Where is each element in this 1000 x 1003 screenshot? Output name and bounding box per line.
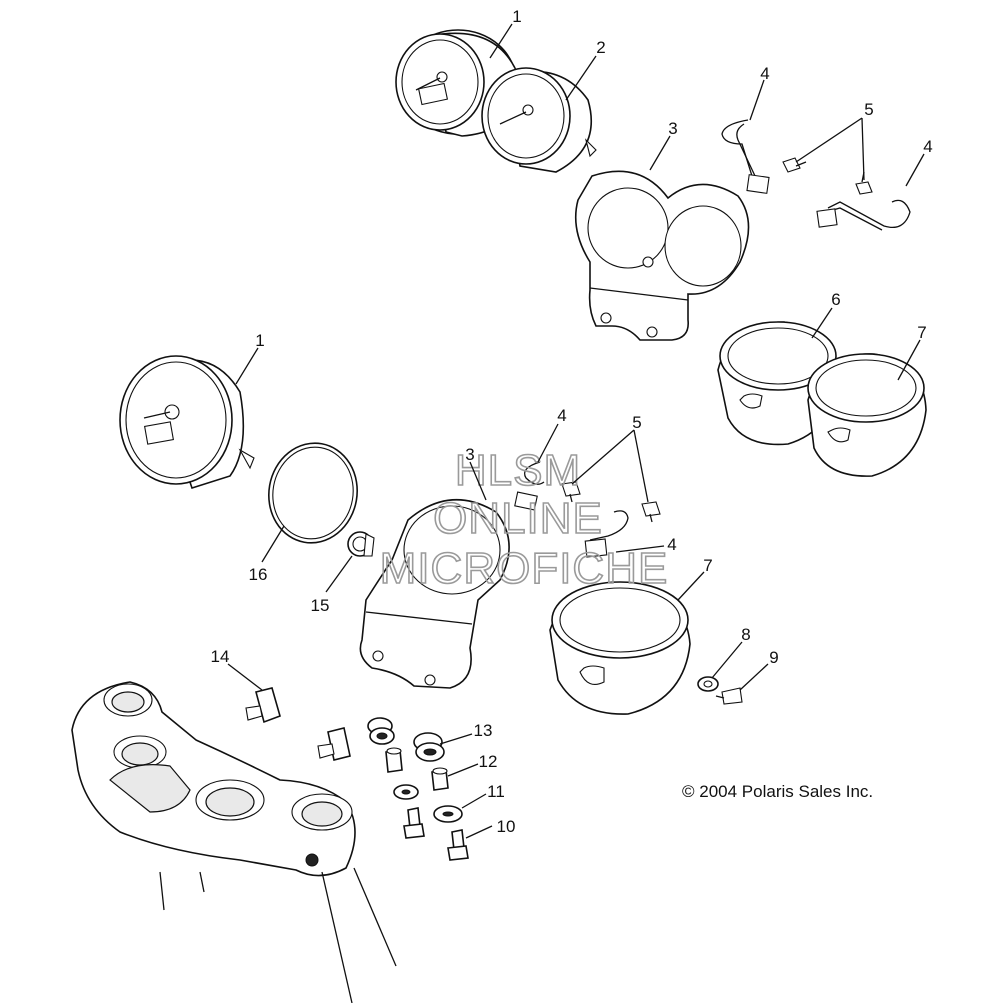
spacer-right [431, 767, 449, 791]
screw-top-left [782, 157, 807, 173]
screw-small [715, 687, 743, 705]
watermark-line2: ONLINE [433, 494, 603, 543]
callout-3-top: 3 [668, 119, 677, 138]
callout-1-top: 1 [512, 7, 521, 26]
callout-3-mid: 3 [465, 445, 474, 464]
grommet-right [413, 732, 445, 762]
gauge-single-mid [119, 355, 255, 489]
callout-4-mid-top: 4 [557, 406, 566, 425]
callout-4-top-left: 4 [760, 64, 769, 83]
callout-4-mid-bottom: 4 [667, 535, 676, 554]
callout-16: 16 [249, 565, 268, 584]
copyright-notice: © 2004 Polaris Sales Inc. [682, 782, 873, 801]
gauge-bracket-dual [574, 170, 750, 341]
triple-clamp [71, 681, 397, 1003]
callout-13: 13 [474, 721, 493, 740]
screw-mid-right [641, 501, 661, 523]
rubber-mount-lower [317, 727, 351, 761]
harness-clip-top-right [816, 199, 911, 231]
callout-6: 6 [831, 290, 840, 309]
callout-12: 12 [479, 752, 498, 771]
callout-14: 14 [211, 647, 230, 666]
spacer-left [385, 747, 403, 773]
harness-clip-mid-bottom [584, 510, 629, 558]
callout-5-top: 5 [864, 100, 873, 119]
callouts: 1 2 3 4 5 4 6 7 1 16 15 3 4 5 4 7 8 9 14… [211, 7, 933, 836]
bolt-left [403, 807, 425, 839]
screw-top-right [855, 171, 873, 195]
leader-lines [227, 23, 925, 839]
screw-mid-left [561, 481, 581, 503]
callout-1-mid: 1 [255, 331, 264, 350]
indicator-bulb [347, 531, 375, 557]
gauge-cup-right [807, 353, 927, 477]
callout-11: 11 [487, 782, 505, 801]
bolt-right [447, 829, 469, 861]
gauge-bracket-single [359, 498, 510, 689]
o-ring-seal [268, 442, 358, 544]
grommet-left [367, 717, 395, 745]
callout-9: 9 [769, 648, 778, 667]
callout-2-top: 2 [596, 38, 605, 57]
callout-15: 15 [311, 596, 330, 615]
gauge-tachometer-top [481, 67, 597, 173]
gauge-cup-single [549, 581, 691, 715]
washer-right [433, 805, 463, 823]
washer-left [393, 784, 419, 800]
callout-8: 8 [741, 625, 750, 644]
callout-4-top-right: 4 [923, 137, 932, 156]
harness-clip-mid-top [514, 461, 545, 511]
callout-10: 10 [497, 817, 516, 836]
callout-7-mid: 7 [703, 556, 712, 575]
callout-5-mid: 5 [632, 413, 641, 432]
callout-7-top: 7 [917, 323, 926, 342]
rubber-mount-upper [245, 687, 281, 724]
washer-small [697, 676, 719, 692]
harness-clip-top-left [721, 119, 770, 194]
watermark-line1: HLSM [455, 446, 581, 495]
